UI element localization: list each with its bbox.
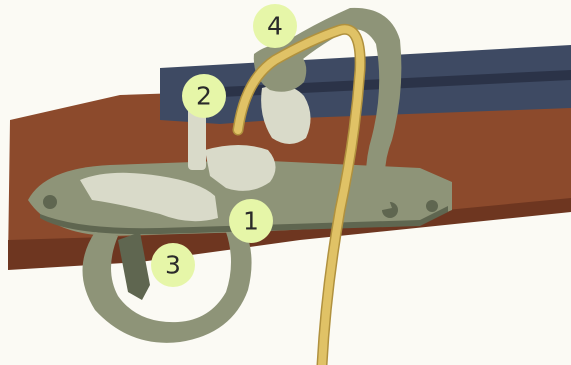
marker-4-label: 4 <box>267 12 283 41</box>
screw-left <box>43 195 57 209</box>
marker-2-label: 2 <box>196 82 212 111</box>
marker-3: 3 <box>151 243 195 287</box>
screw-right-2 <box>426 200 438 212</box>
marker-1-label: 1 <box>243 207 259 236</box>
marker-2: 2 <box>182 74 226 118</box>
marker-1: 1 <box>229 199 273 243</box>
marker-3-label: 3 <box>165 251 181 280</box>
marker-4: 4 <box>253 4 297 48</box>
